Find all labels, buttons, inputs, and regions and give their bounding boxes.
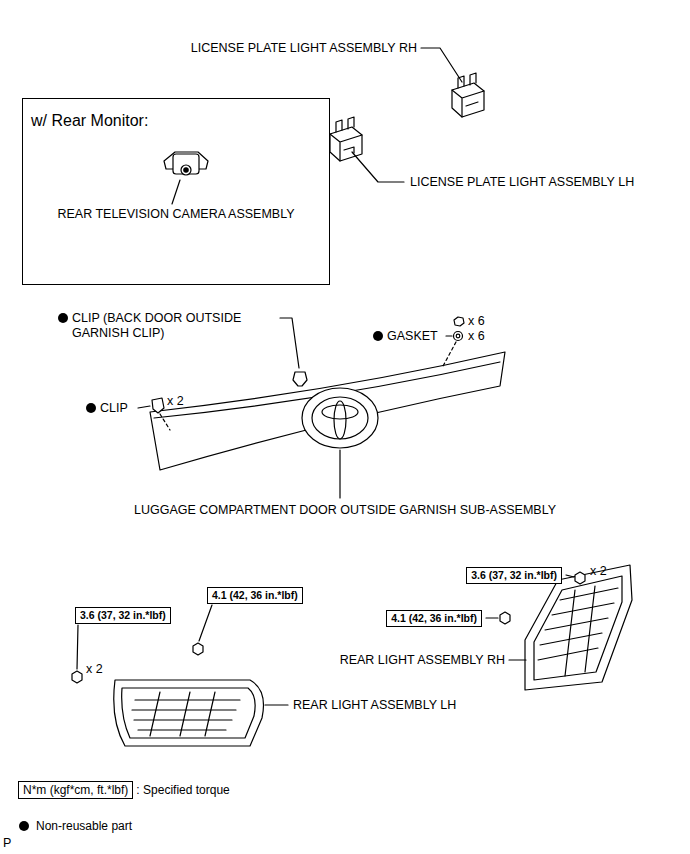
gasket-drawing (454, 317, 464, 326)
non-reusable-dot (86, 403, 96, 413)
torque-box: 3.6 (37, 32 in.*lbf) (75, 607, 171, 624)
rear-light-rh (538, 588, 618, 660)
legend-text: : Specified torque (136, 783, 229, 798)
rear-light-rh (486, 617, 498, 618)
legend-text: Non-reusable part (36, 819, 132, 834)
rear-light-lh (77, 625, 78, 669)
non-reusable-dot (58, 313, 68, 323)
part-name: REAR TELEVISION CAMERA ASSEMBLY (23, 207, 329, 222)
part-name: CLIP (100, 401, 128, 416)
rear-light-lh (199, 605, 212, 641)
quantity: x 2 (167, 394, 184, 409)
camera-drawing (164, 152, 208, 204)
gasket-drawing (456, 334, 460, 338)
gasket-drawing (446, 335, 452, 336)
garnish-drawing (150, 352, 505, 470)
torque-box: 4.1 (42, 36 in.*lbf) (386, 610, 482, 627)
license-light-rh (452, 90, 484, 117)
rear-light-rh (565, 586, 595, 676)
quantity: x 2 (86, 662, 103, 677)
garnish-drawing (312, 397, 368, 439)
garnish-clip (280, 318, 307, 386)
camera-drawing (181, 165, 191, 175)
panel-heading: w/ Rear Monitor: (31, 111, 148, 130)
clip-drawing (160, 414, 170, 430)
part-name: REAR LIGHT ASSEMBLY RH (340, 653, 505, 668)
torque-value: 4.1 (42, 36 in.*lbf) (212, 589, 298, 602)
figure-code: P (3, 836, 11, 851)
part-name: LICENSE PLATE LIGHT ASSEMBLY RH (191, 41, 417, 56)
part-name: LICENSE PLATE LIGHT ASSEMBLY LH (410, 175, 634, 190)
license-light-lh (330, 127, 362, 161)
legend-torque-sample: N*m (kgf*cm, ft.*lbf) (18, 781, 133, 799)
license-light-rh (452, 73, 484, 117)
torque-box: 3.6 (37, 32 in.*lbf) (466, 567, 562, 584)
torque-value: N*m (kgf*cm, ft.*lbf) (23, 783, 128, 797)
rear-light-lh (150, 692, 215, 736)
rear-light-lh (72, 671, 82, 683)
option-panel: w/ Rear Monitor: REAR TELEVISION CAMERA A… (22, 98, 330, 285)
leader-line (339, 450, 340, 498)
rear-light-lh (193, 643, 203, 655)
clip-drawing (152, 398, 164, 413)
camera-drawing (184, 168, 188, 172)
torque-box: 4.1 (42, 36 in.*lbf) (207, 587, 303, 604)
camera-drawing (173, 154, 199, 174)
clip-drawing (138, 406, 150, 408)
non-reusable-dot (373, 331, 383, 341)
non-reusable-dot (19, 821, 29, 831)
rear-light-lh (122, 688, 255, 738)
rear-light-rh (509, 659, 526, 660)
license-light-lh (336, 117, 354, 132)
quantity: x 6 (468, 329, 485, 344)
gasket-drawing (442, 342, 456, 368)
leader-line (421, 48, 462, 82)
rear-light-rh (534, 576, 622, 680)
rear-light-rh (566, 575, 574, 577)
license-light-rh (466, 102, 478, 106)
garnish-drawing (334, 401, 346, 439)
non-reusable-dot (19, 313, 383, 831)
torque-value: 3.6 (37, 32 in.*lbf) (80, 609, 166, 622)
license-light-rh (452, 83, 484, 117)
rear-light-rh (500, 612, 510, 624)
part-name: GASKET (387, 329, 438, 344)
camera-drawing (172, 180, 180, 204)
part-name: REAR LIGHT ASSEMBLY LH (293, 698, 456, 713)
rear-light-rh (575, 572, 585, 584)
garnish-drawing (150, 352, 505, 470)
garnish-drawing (302, 388, 378, 448)
gasket-drawing (454, 332, 463, 341)
gasket-drawing (442, 317, 464, 368)
torque-value: 3.6 (37, 32 in.*lbf) (471, 569, 557, 582)
rear-light-lh (265, 704, 288, 705)
license-light-lh (330, 117, 362, 161)
garnish-clip (280, 318, 299, 368)
rear-light-lh (132, 700, 240, 730)
garnish-clip (293, 372, 307, 386)
rear-light-lh (114, 680, 264, 746)
torque-value: 4.1 (42, 36 in.*lbf) (391, 612, 477, 625)
rear-light-lh (72, 605, 288, 746)
garnish-drawing (322, 405, 358, 419)
clip-drawing (138, 398, 170, 430)
license-light-lh (330, 134, 362, 161)
quantity: x 6 (468, 314, 485, 329)
part-name: LUGGAGE COMPARTMENT DOOR OUTSIDE GARNISH… (134, 503, 556, 518)
quantity: x 2 (590, 564, 607, 579)
leader-line (352, 152, 404, 182)
part-name: CLIP (BACK DOOR OUTSIDE GARNISH CLIP) (72, 311, 277, 341)
